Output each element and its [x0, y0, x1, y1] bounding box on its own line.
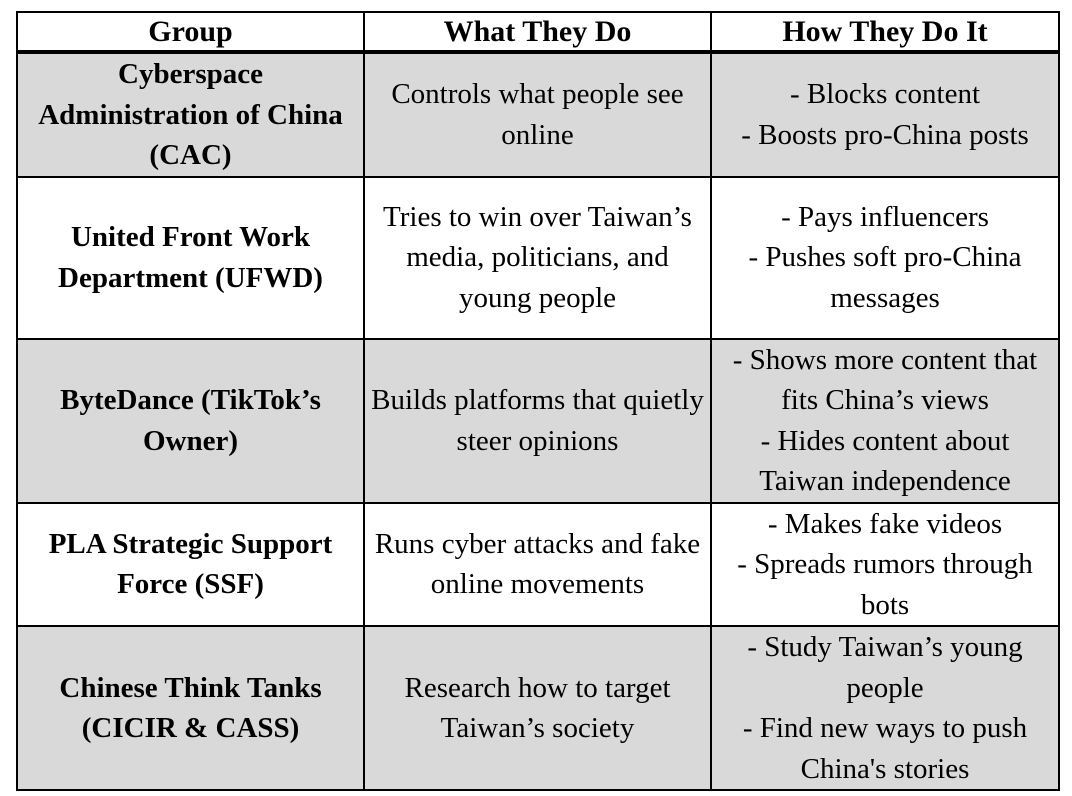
- header-group: Group: [16, 11, 365, 54]
- how-item: - Blocks content: [789, 78, 981, 111]
- how-cell: - Makes fake videos - Spreads rumors thr…: [710, 501, 1060, 627]
- table-row: United Front Work Department (UFWD) Trie…: [16, 175, 1060, 340]
- table-row: PLA Strategic Support Force (SSF) Runs c…: [16, 501, 1060, 627]
- header-how-they-do-it: How They Do It: [710, 11, 1060, 54]
- group-cell: PLA Strategic Support Force (SSF): [16, 501, 365, 627]
- how-item: - Makes fake videos: [767, 507, 1003, 540]
- how-cell: - Pays influencers - Pushes soft pro-Chi…: [710, 175, 1060, 340]
- how-item: - Pushes soft pro-China messages: [748, 241, 1022, 314]
- table-row: ByteDance (TikTok’s Owner) Builds platfo…: [16, 337, 1060, 504]
- header-row: Group What They Do How They Do It: [16, 11, 1060, 54]
- how-item: - Shows more content that fits China’s v…: [732, 343, 1038, 417]
- how-item: - Boosts pro-China posts: [741, 118, 1029, 151]
- how-item: - Hides content about Taiwan independenc…: [759, 424, 1011, 498]
- group-cell: ByteDance (TikTok’s Owner): [16, 337, 365, 504]
- what-cell: Controls what people see online: [363, 51, 712, 178]
- how-cell: - Study Taiwan’s young people - Find new…: [710, 625, 1060, 791]
- what-cell: Builds platforms that quietly steer opin…: [363, 337, 712, 504]
- how-cell: - Shows more content that fits China’s v…: [710, 337, 1060, 504]
- actors-table: Group What They Do How They Do It Cybers…: [16, 11, 1060, 791]
- how-item: - Study Taiwan’s young people: [747, 631, 1023, 704]
- how-item: - Find new ways to push China's stories: [742, 712, 1028, 785]
- how-cell: - Blocks content - Boosts pro-China post…: [710, 51, 1060, 178]
- group-cell: United Front Work Department (UFWD): [16, 175, 365, 340]
- table-row: Chinese Think Tanks (CICIR & CASS) Resea…: [16, 625, 1060, 791]
- what-cell: Tries to win over Taiwan’s media, politi…: [363, 175, 712, 340]
- how-item: - Pays influencers: [781, 200, 989, 233]
- what-cell: Research how to target Taiwan’s society: [363, 625, 712, 791]
- how-item: - Spreads rumors through bots: [737, 548, 1033, 621]
- group-cell: Chinese Think Tanks (CICIR & CASS): [16, 625, 365, 791]
- header-what-they-do: What They Do: [363, 11, 712, 54]
- table-row: Cyberspace Administration of China (CAC)…: [16, 51, 1060, 178]
- what-cell: Runs cyber attacks and fake online movem…: [363, 501, 712, 627]
- group-cell: Cyberspace Administration of China (CAC): [16, 51, 365, 178]
